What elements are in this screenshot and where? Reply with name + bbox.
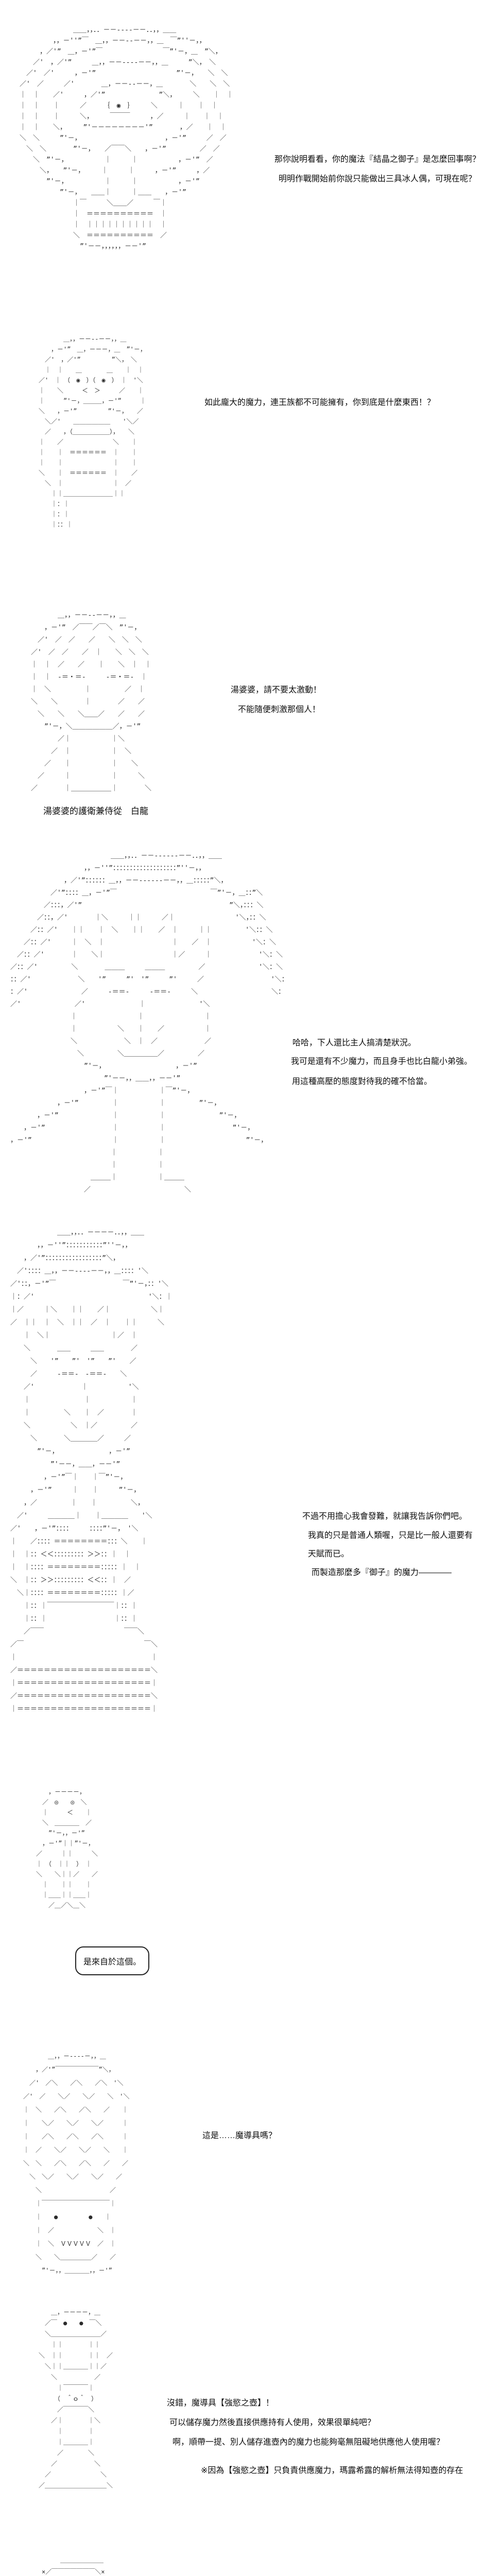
dialogue-line: 我可是還有不少魔力，而且身手也比白龍小弟強。 [291, 1057, 473, 1066]
dialogue-line: 這是……魔導具嗎？ [202, 2131, 277, 2140]
ascii-art-yubaba-body: ＿，，－－‐‐－－，，＿ ，－'” ＿，－－－，＿ ”'－， ／' ，／'” ”… [39, 335, 146, 528]
dialogue-line: 沒錯，魔導具【強慾之壺】！ [167, 2399, 274, 2408]
dialogue-line: 如此龐大的魔力，連王族都不可能擁有，你到底是什麼東西！？ [204, 398, 436, 407]
dialogue-line: 可以儲存魔力然後直接供應持有人使用，效果很單純吧？ [169, 2418, 376, 2427]
ascii-art-chibi-holding-pot: ＿，－－－－，＿ ／￣ ● ● ￣＼ ＼＿＿＿＿＿＿＿＿／ ｜｜ ｜｜ ＼ ｜｜… [39, 2309, 113, 2489]
ascii-art-man-full: ＿＿，，．．－－－－．．，，＿＿ ，，－''”：：：：：：：：：：：”''－，，… [10, 1229, 172, 1713]
dialogue-line: 哈哈，下人還比主人搞清楚狀況。 [292, 1039, 417, 1047]
ascii-art-golem: ＿＿＿＿＿＿＿ ×／￣￣￣￣￣￣￣＼× ／￣ ｜ ｜ ｜ ｜ ￣＼ ／ ｜ ｜ … [42, 2556, 105, 2575]
ascii-art-chibi: ，－－－－， ／ ◎ ◎ ＼ ｜ ＜ ｜ ＼ ＿＿＿＿ ／ ”'－，，－'” ，… [36, 1788, 98, 1909]
dialogue-line: 明明作戰開始前你說只能做出三具冰人偶，可現在呢？ [279, 175, 477, 183]
dialogue-line: 湯婆婆，請不要太激動！ [231, 686, 322, 694]
ascii-art-haku: ＿，，－－‐‐－－，，＿ ，－'” ／￣￣／￣＼ ”'－， ／' ／ ／ ／ ＼… [31, 612, 152, 792]
ascii-art-yubaba-shouting: ＿＿，，．．－－‐‐‐‐－－．．，，＿＿ ，，－''”￣ ＿，，－－‐‐－－，，… [20, 26, 233, 250]
dialogue-line: 啊，順帶一提、別人儲存進壺內的魔力也能夠毫無阻礙地供應他人使用喔？ [172, 2438, 445, 2447]
speech-bubble: 是來自於這個。 [75, 1946, 149, 1975]
dialogue-line: 我真的只是普通人類喔，只是比一般人還要有 [308, 1531, 473, 1540]
dialogue-line: 不過不用擔心我會發難，就讓我告訴你們吧。 [302, 1512, 468, 1521]
ascii-art-pot-of-greed: ＿，，－‐‐‐‐－，，＿ ，／'”￣￣￣￣￣￣￣”＼， ／' ／＼ ／＼ ／＼ … [23, 2053, 130, 2274]
dialogue-line: 而製造那麼多『御子』的魔力———— [312, 1568, 452, 1577]
ascii-art-man-face: ＿＿，，．．－－‐‐‐‐‐‐－－．．，，＿＿ ，，－''”：：：：：：：：：：：… [10, 852, 288, 1194]
footnote-line: ※因為【強慾之壺】只負責供應魔力，瑪露希露的解析無法得知壺的存在 [201, 2466, 463, 2475]
dialogue-line: 不能隨便刺激那個人！ [238, 705, 321, 714]
character-caption-haku: 湯婆婆的護衛兼侍從 白龍 [43, 806, 148, 816]
dialogue-line: 用這種高壓的態度對待我的確不恰當。 [292, 1077, 433, 1086]
dialogue-line: 那你說明看看，你的魔法『結晶之御子』是怎麼回事啊？ [274, 155, 481, 164]
dialogue-line: 天賦而已。 [308, 1550, 350, 1558]
